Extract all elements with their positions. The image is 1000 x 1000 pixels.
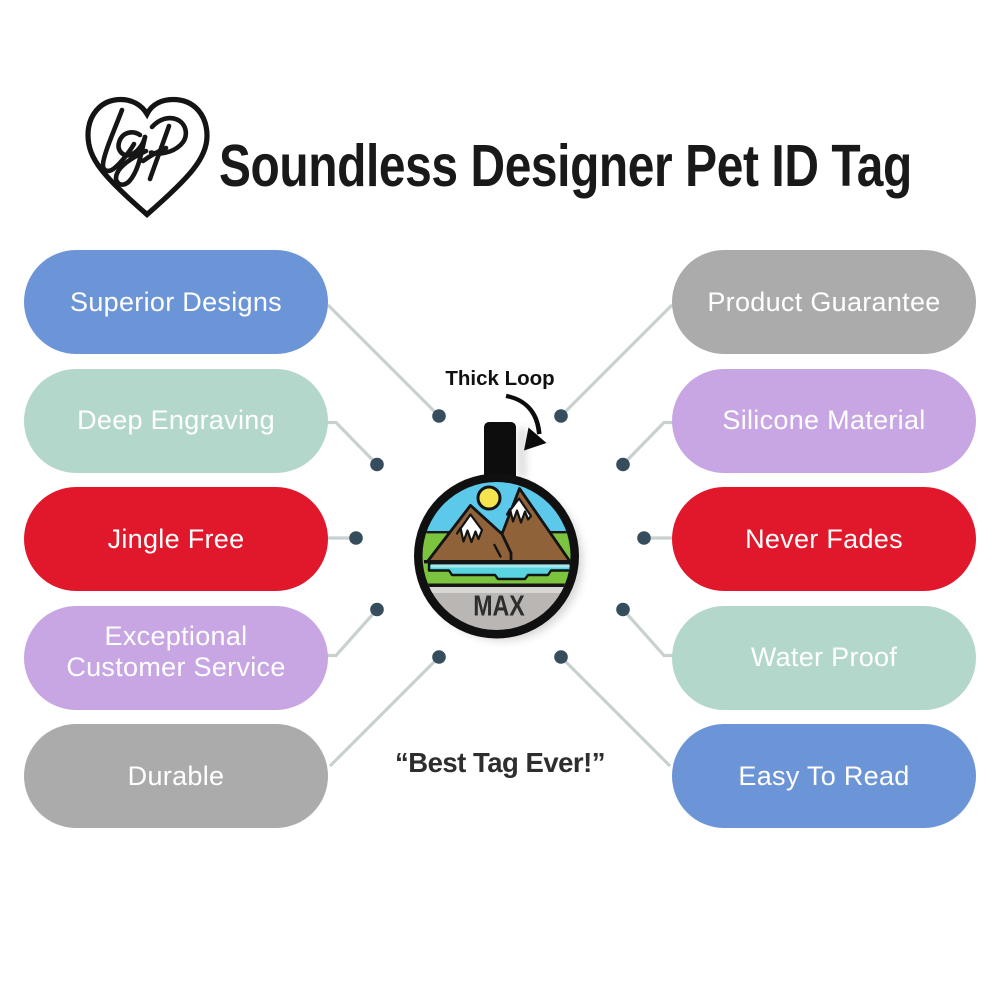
svg-text:MAX: MAX (473, 589, 525, 622)
